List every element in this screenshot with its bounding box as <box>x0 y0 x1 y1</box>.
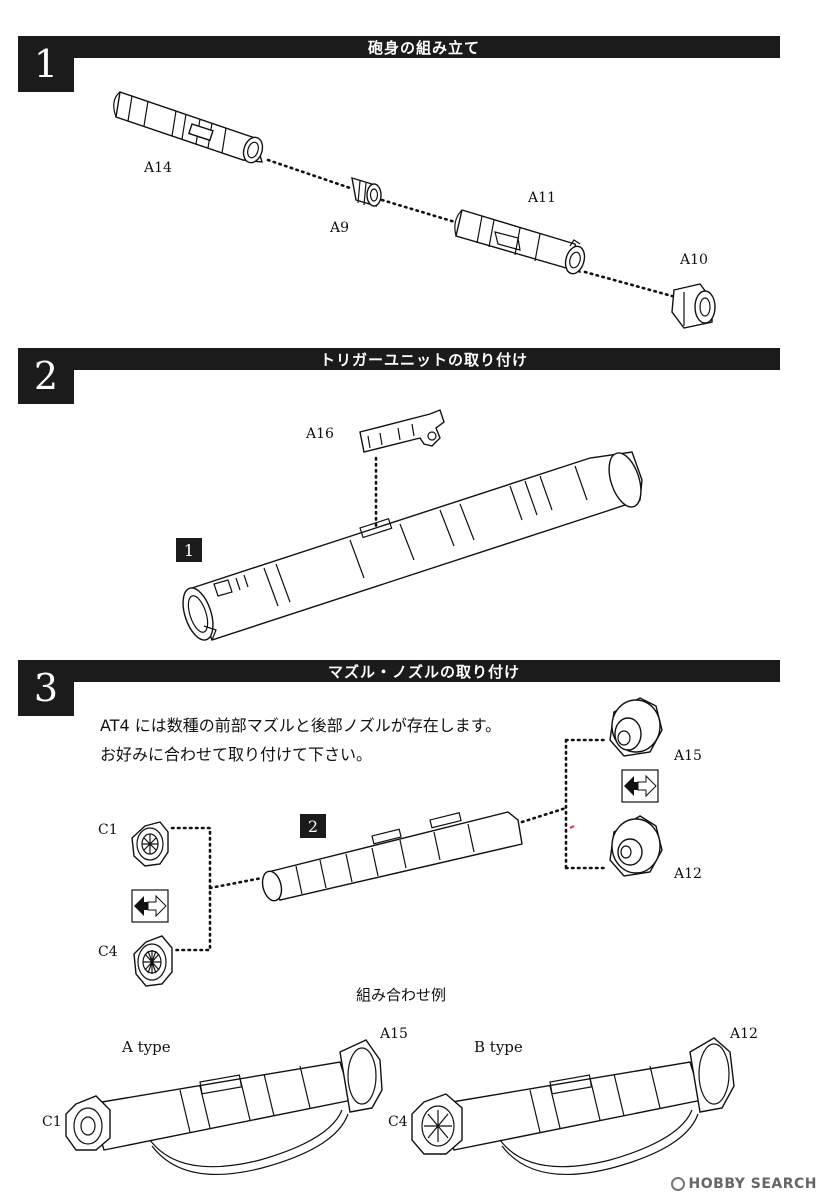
step-2-number: 2 <box>18 348 74 404</box>
red-mark <box>569 825 575 829</box>
guide-rear-bracket <box>564 738 606 870</box>
label-a11: A11 <box>528 190 556 206</box>
label-a12: A12 <box>674 866 702 882</box>
example-a-drawing <box>65 1039 383 1176</box>
swap-arrows-icon <box>621 769 659 803</box>
assembled-barrel-drawing <box>182 451 643 641</box>
note-line-1: AT4 には数種の前部マズルと後部ノズルが存在します。 <box>100 716 502 735</box>
guide-a14-a9 <box>266 158 352 190</box>
part-c4-drawing <box>133 935 173 987</box>
label-a14: A14 <box>144 160 172 176</box>
part-a16-drawing <box>359 409 445 453</box>
label-a9: A9 <box>330 220 350 236</box>
example-b-drawing <box>411 1037 735 1176</box>
step-3-number: 3 <box>18 660 74 716</box>
step-1-title: 砲身の組み立て <box>367 38 480 57</box>
step-1-number: 1 <box>18 36 74 92</box>
step-3-title: マズル・ノズルの取り付け <box>327 662 520 681</box>
watermark-text: HOBBY SEARCH <box>688 1176 817 1192</box>
label-c1: C1 <box>98 822 118 838</box>
step-2-bar <box>18 348 780 370</box>
label-a10: A10 <box>680 252 708 268</box>
barrel-step3-drawing <box>261 811 523 902</box>
combo-title: 組み合わせ例 <box>356 986 447 1004</box>
note-line-2: お好みに合わせて取り付けて下さい。 <box>100 745 373 764</box>
example-b-rear-label: A12 <box>730 1026 758 1042</box>
guide-barrel-rear <box>520 806 568 824</box>
guide-a11-a10 <box>583 270 674 298</box>
part-a11-drawing <box>454 209 586 275</box>
guide-a9-a11 <box>380 198 457 224</box>
swap-arrows-icon <box>131 889 169 923</box>
part-a12-drawing <box>609 815 663 877</box>
example-b-front-label: C4 <box>388 1114 408 1130</box>
hobby-search-logo-icon <box>670 1177 685 1191</box>
example-a-type: A type <box>122 1038 171 1056</box>
example-b-type: B type <box>474 1038 523 1056</box>
reference-step-1-box: 1 <box>176 538 202 562</box>
guide-front-bracket <box>170 826 264 952</box>
step-2-title: トリガーユニットの取り付け <box>319 350 528 369</box>
label-c4: C4 <box>98 944 118 960</box>
reference-step-2-box: 2 <box>300 814 326 838</box>
part-a14-drawing <box>113 91 264 164</box>
step-3-bar <box>18 660 780 682</box>
part-c1-drawing <box>131 821 169 867</box>
part-a10-drawing <box>671 283 716 329</box>
part-a9-drawing <box>351 177 382 207</box>
label-a16: A16 <box>306 426 334 442</box>
hobby-search-watermark: HOBBY SEARCH <box>670 1176 817 1192</box>
step-1-bar <box>18 36 780 58</box>
example-a-rear-label: A15 <box>380 1026 408 1042</box>
part-a15-drawing <box>609 697 663 757</box>
label-a15: A15 <box>674 748 702 764</box>
example-a-front-label: C1 <box>42 1114 62 1130</box>
